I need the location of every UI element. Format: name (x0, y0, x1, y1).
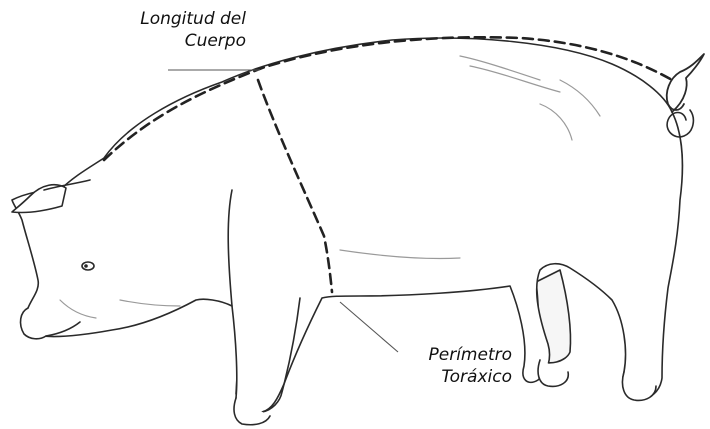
pig-eye (82, 262, 94, 270)
pig-hoof-hind (538, 360, 568, 386)
chest-girth-label-line1: Perímetro (392, 344, 512, 366)
chest-girth-label-line2: Toráxico (392, 366, 512, 388)
body-length-label-line2: Cuerpo (96, 30, 246, 52)
body-length-label-line1: Longitud del (96, 8, 246, 30)
pig-tail (667, 54, 704, 112)
chest-girth-leader (340, 302, 398, 352)
chest-girth-label: Perímetro Toráxico (392, 344, 512, 388)
pig-illustration (12, 38, 704, 425)
body-length-label: Longitud del Cuerpo (96, 8, 246, 52)
